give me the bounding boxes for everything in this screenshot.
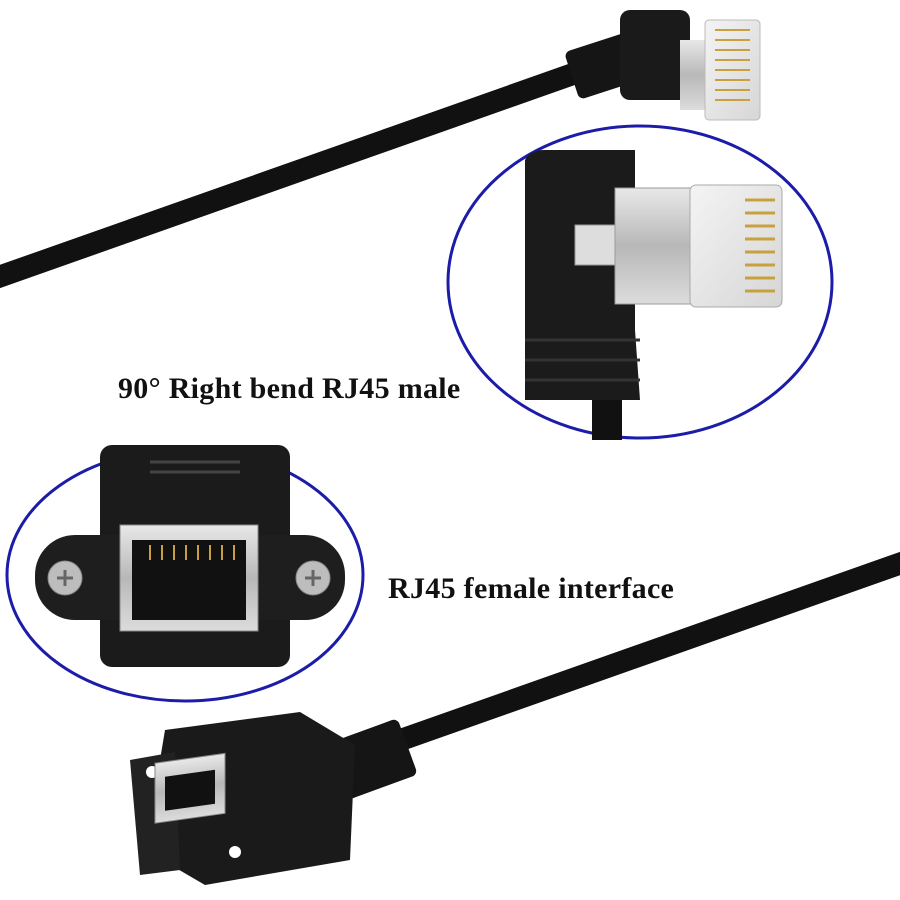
- top-cable: [0, 10, 761, 289]
- female-jack-callout: [5, 445, 365, 703]
- bottom-cable: [130, 551, 900, 885]
- male-plug-callout: [446, 124, 834, 440]
- male-connector-label: 90° Right bend RJ45 male: [118, 372, 461, 405]
- female-connector-label: RJ45 female interface: [388, 572, 675, 605]
